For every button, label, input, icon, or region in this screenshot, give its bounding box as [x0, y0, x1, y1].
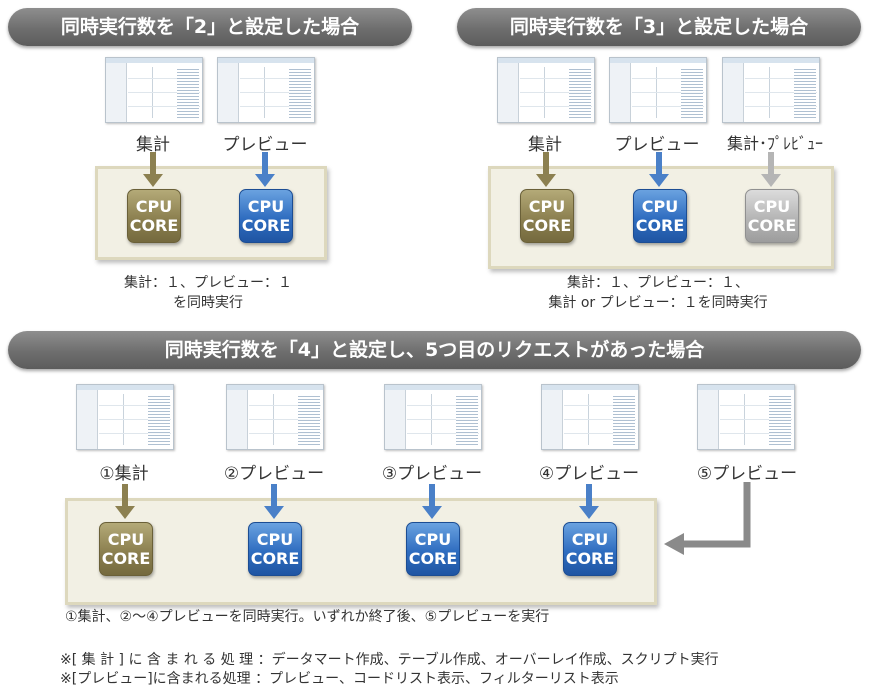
note-aggregate-key: ※[ 集 計 ] に 含 ま れ る 処 理 ：	[60, 652, 272, 668]
label-aggregate: ①集計	[99, 464, 149, 484]
label-preview: ③プレビュー	[381, 464, 483, 484]
screenshot-thumbnail	[541, 384, 639, 450]
section-three-title: 同時実行数を「3」と設定した場合	[457, 8, 861, 46]
arrow-down-icon	[579, 484, 599, 519]
label-aggregate: 集計	[528, 135, 562, 155]
note-preview-value: プレビュー、コードリスト表示、フィルターリスト表示	[269, 671, 619, 687]
section-four-caption: ①集計、②～④プレビューを同時実行。いずれか終了後、⑤プレビューを実行	[65, 609, 550, 625]
label-preview: ④プレビュー	[538, 464, 640, 484]
screenshot-thumbnail	[697, 384, 795, 450]
screenshot-thumbnail	[226, 384, 324, 450]
wait-arrow-icon	[664, 482, 751, 555]
section-two-caption: 集計：１、プレビュー：１ を同時実行	[124, 275, 292, 311]
screenshot-thumbnail	[384, 384, 482, 450]
note-aggregate-value: データマート作成、テーブル作成、オーバーレイ作成、スクリプト実行	[271, 652, 719, 668]
arrow-down-icon	[761, 152, 781, 187]
section-four-title: 同時実行数を「4」と設定し、5つ目のリクエストがあった場合	[8, 331, 861, 369]
screenshot-thumbnail	[722, 57, 820, 123]
note-preview-key: ※[プレビュー]に含まれる処理 ：	[60, 671, 270, 687]
arrow-down-icon	[536, 152, 556, 187]
label-preview: プレビュー	[614, 135, 700, 155]
arrow-down-icon	[649, 152, 669, 187]
cpu-panel	[65, 498, 657, 605]
note-preview: ※[プレビュー]に含まれる処理 ：プレビュー、コードリスト表示、フィルターリスト…	[60, 668, 619, 688]
screenshot-thumbnail	[609, 57, 707, 123]
screenshot-thumbnail	[217, 57, 315, 123]
arrow-down-icon	[115, 484, 135, 519]
arrow-down-icon	[143, 152, 163, 187]
label-preview: ⑤プレビュー	[696, 464, 798, 484]
note-aggregate: ※[ 集 計 ] に 含 ま れ る 処 理 ：データマート作成、テーブル作成、…	[60, 649, 719, 669]
label-aggregate-or-preview: 集計･ﾌﾟﾚﾋﾞｭｰ	[726, 134, 823, 153]
arrow-down-icon	[422, 484, 442, 519]
label-preview: ②プレビュー	[223, 464, 325, 484]
label-preview: プレビュー	[222, 135, 308, 155]
label-aggregate: 集計	[136, 135, 170, 155]
screenshot-thumbnail	[497, 57, 595, 123]
screenshot-thumbnail	[76, 384, 174, 450]
arrow-down-icon	[255, 152, 275, 187]
section-two-title: 同時実行数を「2」と設定した場合	[8, 8, 412, 46]
screenshot-thumbnail	[105, 57, 203, 123]
arrow-down-icon	[264, 484, 284, 519]
section-three-caption: 集計：１、プレビュー：１、 集計 or プレビュー：１を同時実行	[548, 275, 768, 311]
